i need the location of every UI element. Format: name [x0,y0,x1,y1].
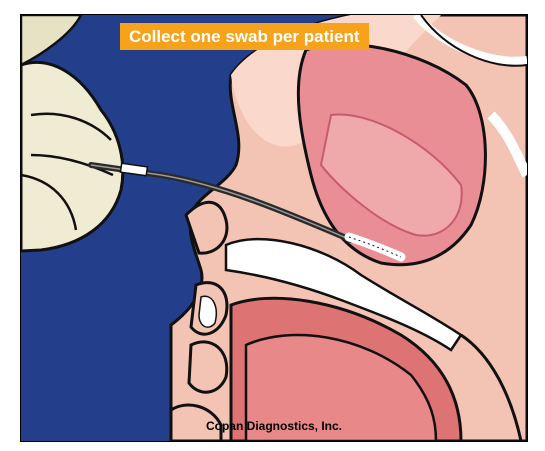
illustration-frame: Collect one swab per patient Copan Diagn… [20,14,528,442]
copyright-credit: Copan Diagnostics, Inc. [21,419,527,433]
instruction-banner: Collect one swab per patient [120,23,369,50]
teeth [199,296,216,327]
nasal-swab-illustration [21,15,527,441]
lower-lip [189,342,227,392]
